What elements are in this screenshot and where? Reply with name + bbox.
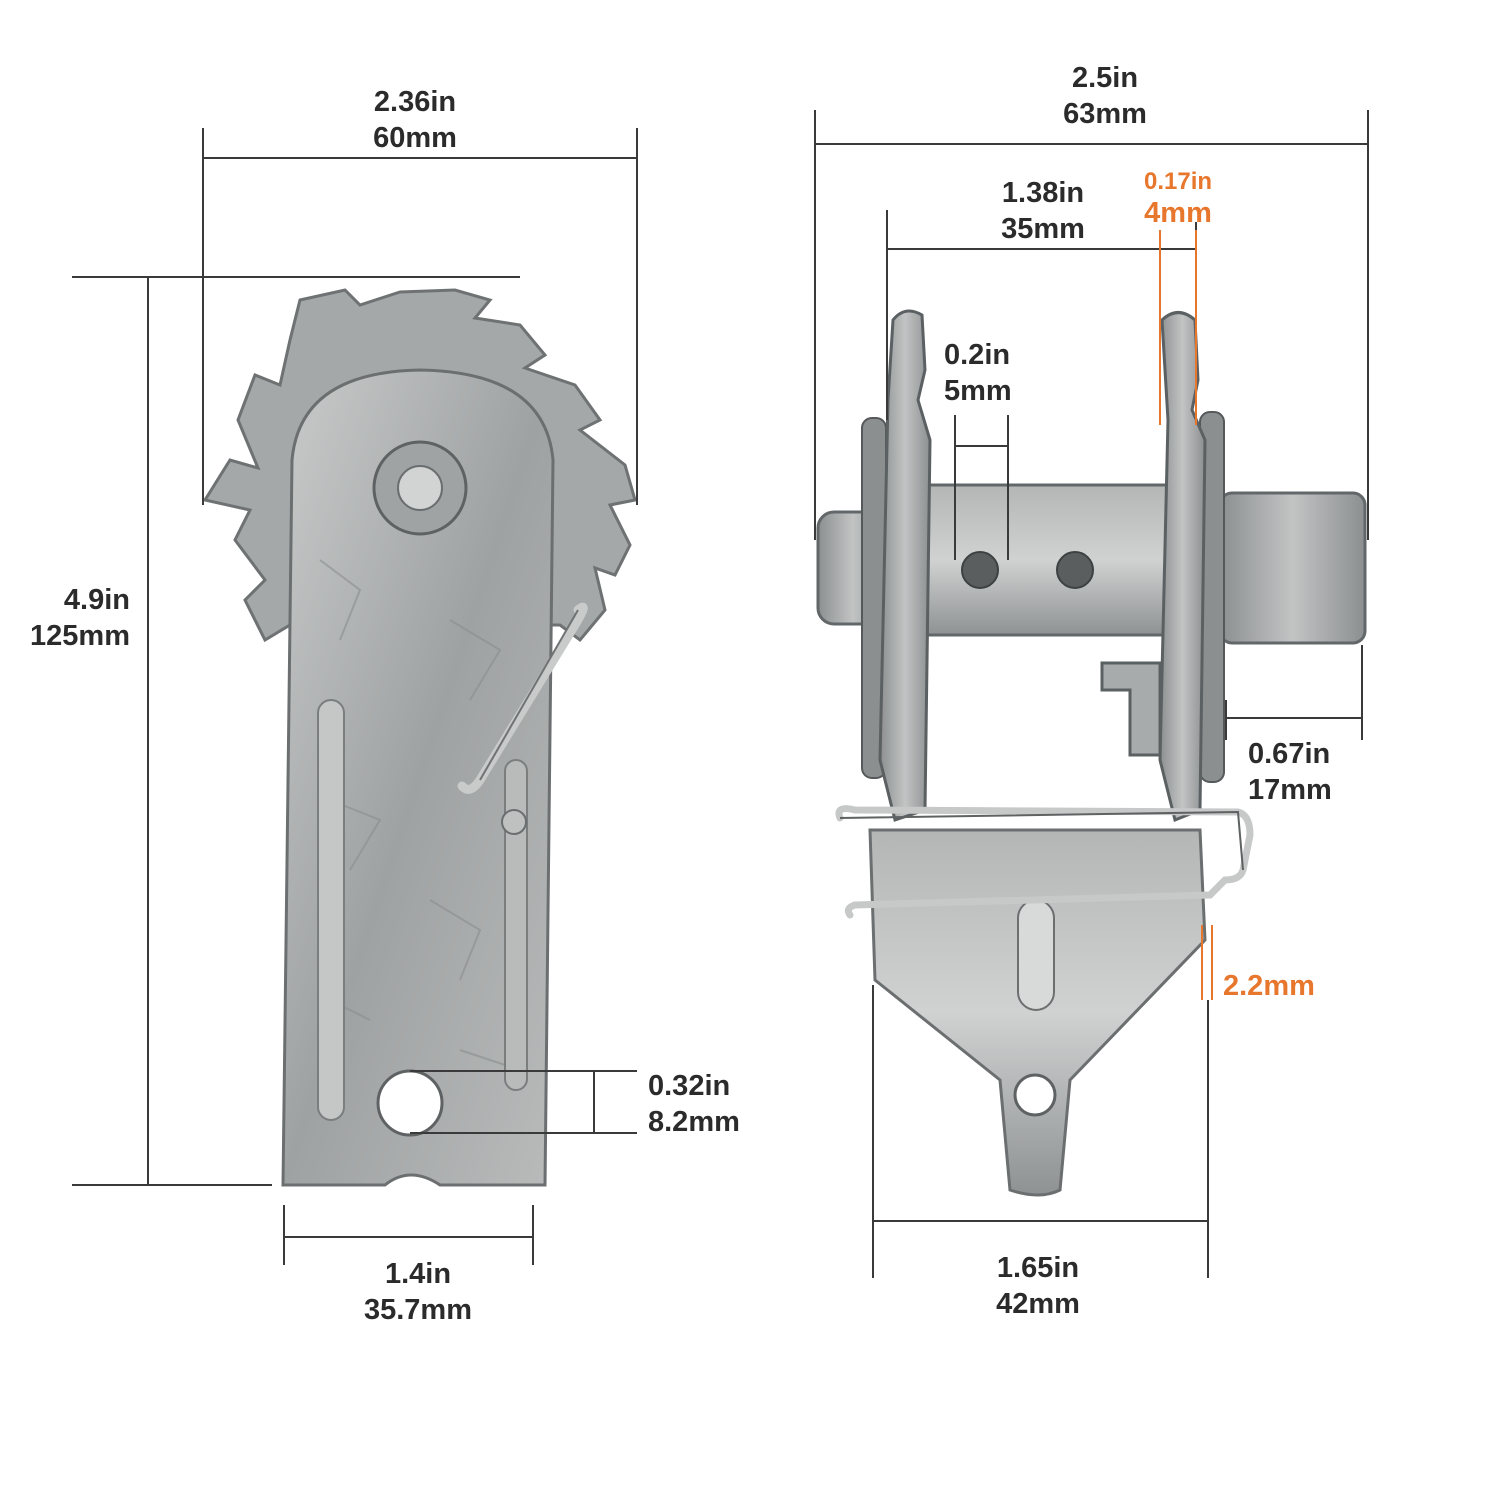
- sheet-thickness-label-mm: 2.2mm: [1223, 970, 1315, 1002]
- plate-thickness-label-in: 0.17in: [1143, 168, 1213, 195]
- ratchet-front-view: [202, 288, 637, 1187]
- gear-plate-right: [1158, 311, 1207, 823]
- base-width-label-in: 1.65in: [996, 1252, 1080, 1284]
- inner-width-label-mm: 35mm: [1001, 213, 1085, 245]
- plate-thickness-label-mm: 4mm: [1144, 197, 1212, 229]
- inner-width-label: 1.38in 35mm: [1001, 175, 1085, 247]
- rivet: [501, 809, 527, 835]
- hole-label-in: 0.32in: [648, 1070, 731, 1102]
- base-width-label: 1.65in 42mm: [996, 1250, 1080, 1322]
- v-base-bracket: [868, 828, 1207, 1197]
- width-label: 2.36in 60mm: [373, 84, 457, 156]
- left-dimension-lines: [72, 128, 638, 1265]
- hub-end-label-in: 0.67in: [1248, 738, 1331, 770]
- pin-hole-label: 0.2in 5mm: [944, 337, 1012, 409]
- hub-end-label-mm: 17mm: [1248, 774, 1332, 806]
- pawl-spring-wire: [457, 602, 588, 794]
- gear-plate-left: [878, 309, 932, 822]
- bracket-body: [281, 368, 555, 1187]
- left-rib: [317, 699, 345, 1121]
- right-rib: [504, 759, 528, 1091]
- height-label-mm: 125mm: [30, 620, 130, 652]
- hub-end-label: 0.67in 17mm: [1248, 736, 1332, 808]
- retaining-wire-edge: [839, 810, 1244, 871]
- axle-hub-right: [1218, 491, 1367, 645]
- axle-bolt-center: [397, 465, 443, 511]
- plate-thickness-label: 0.17in 4mm: [1144, 168, 1212, 231]
- base-width-label-mm: 42mm: [996, 1288, 1080, 1320]
- base-label: 1.4in 35.7mm: [364, 1256, 472, 1328]
- pin-hole-label-mm: 5mm: [944, 375, 1012, 407]
- inner-width-label-in: 1.38in: [1001, 177, 1085, 209]
- tube-hole-1: [961, 551, 999, 589]
- base-label-mm: 35.7mm: [363, 1294, 473, 1326]
- ratchet-side-view: [816, 309, 1367, 1197]
- pin-hole-label-in: 0.2in: [944, 339, 1011, 371]
- tube-hole-2: [1056, 551, 1094, 589]
- sheet-thickness-label: 2.2mm: [1223, 968, 1315, 1004]
- v-base-slot: [1017, 899, 1055, 1011]
- height-label-in: 4.9in: [63, 584, 130, 616]
- height-label: 4.9in 125mm: [30, 582, 130, 654]
- total-width-label-in: 2.5in: [1071, 62, 1139, 94]
- v-base-hole: [1013, 1073, 1057, 1117]
- accent-dimension-lines: [1159, 230, 1213, 1000]
- total-width-label-mm: 63mm: [1063, 98, 1147, 130]
- total-width-label: 2.5in 63mm: [1063, 60, 1147, 132]
- pawl-spring-wire-edge: [479, 609, 579, 781]
- hole-label-mm: 8.2mm: [648, 1106, 740, 1138]
- hole-label: 0.32in 8.2mm: [648, 1068, 740, 1140]
- mounting-hole: [376, 1069, 444, 1137]
- base-label-in: 1.4in: [384, 1258, 452, 1290]
- width-label-mm: 60mm: [373, 122, 457, 154]
- pawl: [1100, 661, 1162, 757]
- width-label-in: 2.36in: [373, 86, 457, 118]
